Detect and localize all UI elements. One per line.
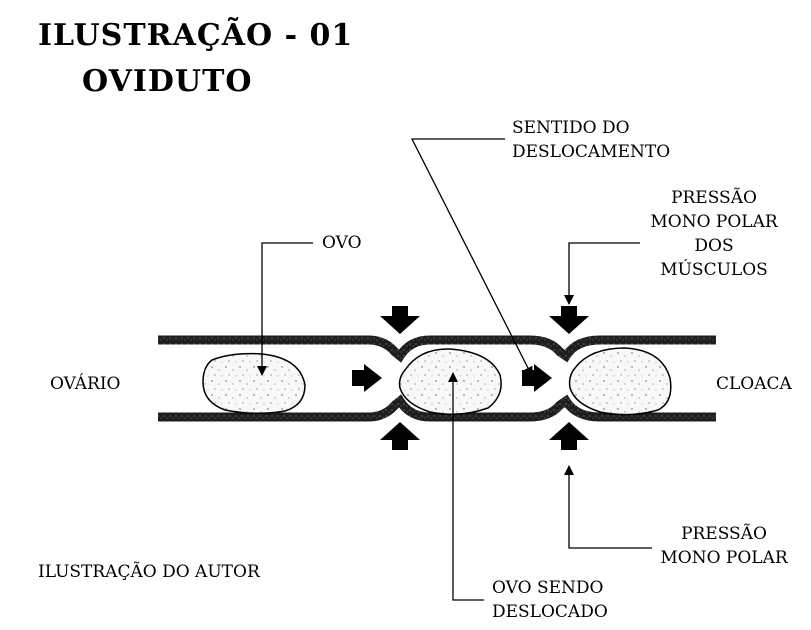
- label-pressao-bottom-line1: PRESSÃO: [681, 524, 767, 544]
- pressure-arrow-bottom-1-stem: [392, 439, 408, 450]
- leader-pressao-bottom: [564, 465, 652, 549]
- tube-lower-wall: [158, 394, 716, 422]
- page-title: ILUSTRAÇÃO - 01: [38, 18, 354, 53]
- push-arrow-2: [522, 364, 552, 392]
- label-ovo-sendo-line1: OVO SENDO: [492, 578, 604, 598]
- label-ovo-sendo-line2: DESLOCADO: [492, 602, 608, 622]
- label-sentido-line1: SENTIDO DO: [512, 118, 630, 138]
- pressure-arrow-top-2-stem: [561, 306, 577, 317]
- leader-ovo: [257, 242, 313, 376]
- egg-3: [568, 347, 672, 416]
- pressure-arrow-bottom-1: [380, 422, 420, 440]
- leader-ovo-sendo: [448, 372, 484, 601]
- push-arrow-1: [352, 364, 382, 392]
- label-pressao-top-line3: DOS: [694, 236, 734, 256]
- pressure-arrow-top-1: [380, 316, 420, 334]
- pressure-arrow-top-2: [549, 316, 589, 334]
- label-sentido-line2: DESLOCAMENTO: [512, 142, 671, 162]
- pressure-arrow-bottom-2-stem: [561, 439, 577, 450]
- page-subtitle: OVIDUTO: [82, 64, 253, 99]
- label-ovario: OVÁRIO: [50, 374, 121, 394]
- label-pressao-bottom-line2: MONO POLAR: [660, 548, 788, 568]
- leader-pressao-top: [564, 242, 640, 305]
- label-pressao-top-line2: MONO POLAR: [650, 212, 778, 232]
- egg-1: [202, 352, 306, 414]
- leader-sentido: [410, 138, 533, 377]
- label-pressao-top-line4: MÚSCULOS: [660, 260, 768, 280]
- label-ovo: OVO: [322, 233, 362, 253]
- tube-upper-wall: [158, 335, 716, 363]
- egg-2: [398, 348, 502, 415]
- label-pressao-top-line1: PRESSÃO: [671, 188, 757, 208]
- pressure-arrow-bottom-2: [549, 422, 589, 440]
- label-cloaca: CLOACA: [716, 374, 792, 394]
- label-autor: ILUSTRAÇÃO DO AUTOR: [38, 562, 260, 582]
- pressure-arrow-top-1-stem: [392, 306, 408, 317]
